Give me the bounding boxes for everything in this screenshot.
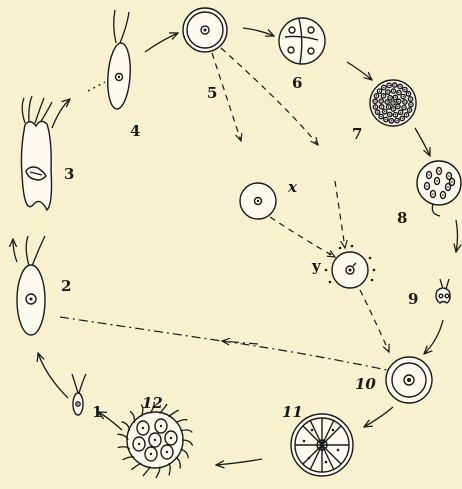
stage-6-four-cells (279, 18, 325, 64)
label-4: 4 (130, 122, 140, 140)
label-12: 12 (142, 394, 163, 412)
label-8: 8 (397, 209, 407, 227)
stage-x-cell (240, 183, 276, 219)
stage-12-colony-releasing (117, 402, 192, 478)
stage-5-zygote (183, 8, 227, 52)
stage-3-dividing-cell (21, 96, 52, 210)
stage-y-cell (325, 245, 376, 288)
label-1: 1 (92, 403, 102, 421)
label-11: 11 (282, 403, 303, 421)
label-10: 10 (355, 375, 376, 393)
label-5: 5 (207, 84, 217, 102)
stage-7-morula (370, 80, 416, 126)
stage-8-sporangium (417, 161, 461, 216)
stage-11-colony (291, 414, 353, 476)
link-3-4 (88, 82, 105, 91)
label-6: 6 (292, 74, 302, 92)
label-3: 3 (64, 165, 74, 183)
label-y: y (311, 257, 322, 275)
label-x: x (287, 178, 298, 196)
label-2: 2 (61, 277, 71, 295)
stage-4-cell (106, 10, 133, 110)
stage-9-zoospore (436, 279, 450, 303)
stage-2-cell (17, 236, 45, 335)
stage-10-zygote (386, 357, 432, 403)
stage-labels: 1 2 3 4 5 6 7 8 9 10 11 12 x y (61, 74, 418, 421)
stage-1-cell (72, 374, 86, 415)
label-9: 9 (408, 290, 418, 308)
label-7: 7 (352, 125, 362, 143)
